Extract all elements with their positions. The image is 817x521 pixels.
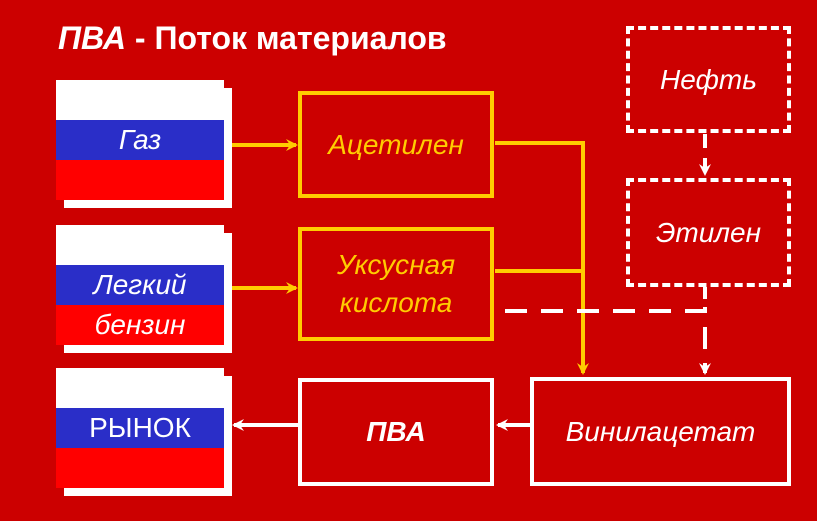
source-gas-flag: Газ xyxy=(56,80,232,208)
node-oil-label: Нефть xyxy=(660,63,757,95)
source-gas-label: Газ xyxy=(118,124,162,155)
source-naphtha-flag: Легкий бензин xyxy=(56,225,232,353)
page-title: ПВА - Поток материалов xyxy=(58,20,447,57)
node-oil: Нефть xyxy=(626,26,791,133)
node-pva: ПВА xyxy=(298,378,494,486)
title-rest: - Поток материалов xyxy=(126,20,447,56)
node-acetic-acid: Уксусная кислота xyxy=(298,227,494,341)
node-acetylene: Ацетилен xyxy=(298,91,494,198)
title-abbr: ПВА xyxy=(58,20,127,56)
source-naphtha-label-1: Легкий xyxy=(93,269,187,300)
node-acetic-acid-label-2: кислота xyxy=(339,287,453,318)
node-acetic-acid-label-1: Уксусная xyxy=(336,249,456,280)
node-acetylene-label: Ацетилен xyxy=(328,128,464,160)
market-label: РЫНОК xyxy=(89,412,191,443)
source-naphtha-label-2: бензин xyxy=(94,309,186,340)
node-ethylene: Этилен xyxy=(626,178,791,287)
node-pva-label: ПВА xyxy=(366,416,426,447)
node-vinyl-acetate-label: Винилацетат xyxy=(565,415,756,447)
arrow-acetylene-va xyxy=(495,141,589,375)
market-flag: РЫНОК xyxy=(56,368,232,496)
node-vinyl-acetate: Винилацетат xyxy=(530,377,791,486)
node-ethylene-label: Этилен xyxy=(655,216,762,248)
arrow-ethylene-va xyxy=(505,309,711,375)
